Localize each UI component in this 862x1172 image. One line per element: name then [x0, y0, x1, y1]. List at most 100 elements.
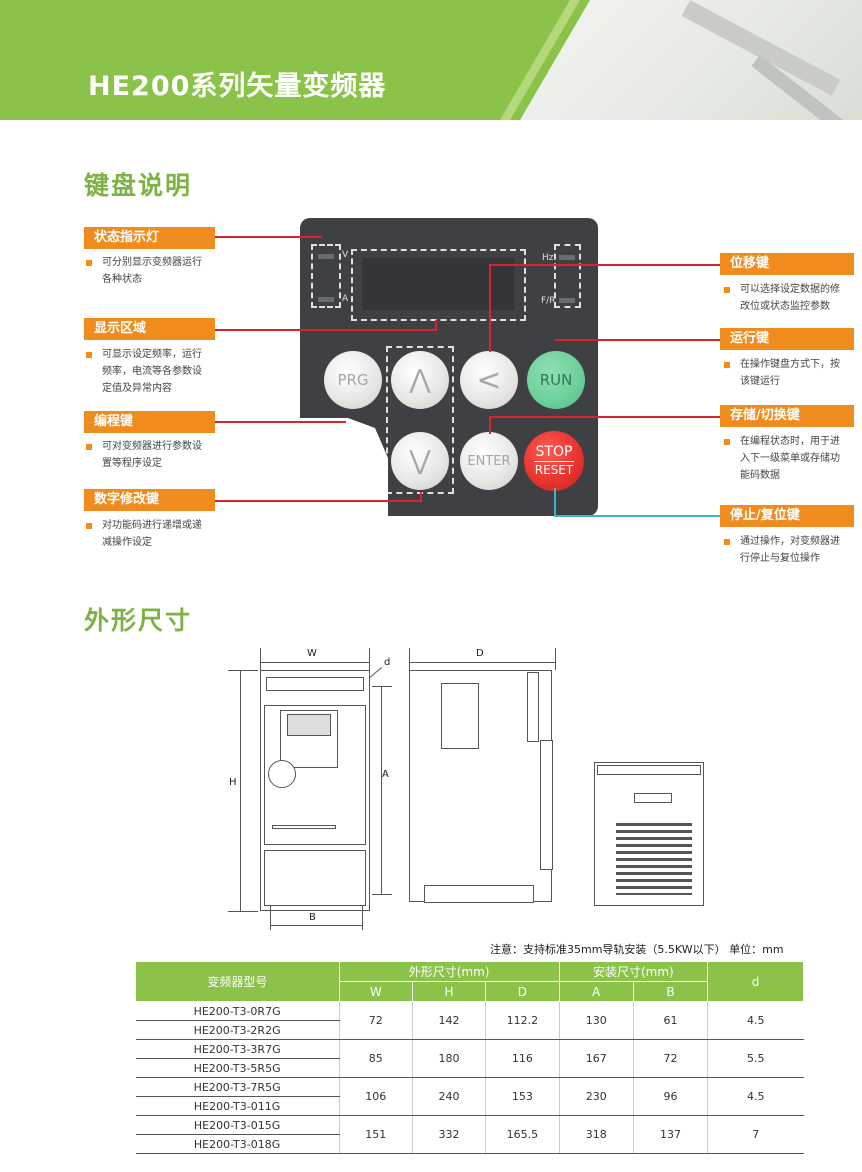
- dim-line: [260, 648, 261, 670]
- unit-note: 注意：支持标准35mm导轨安装（5.5KW以下） 单位：mm: [490, 943, 784, 956]
- col-header-a: A: [558, 981, 634, 1002]
- cell-w: 85: [338, 1039, 413, 1078]
- connector-line: [215, 329, 436, 331]
- stop-reset-button[interactable]: STOP RESET: [524, 431, 584, 491]
- col-header-b: B: [632, 981, 709, 1002]
- callout-tag-shift: 位移键: [720, 253, 854, 275]
- callout-desc-shift: 可以选择设定数据的修 改位或状态监控参数: [740, 284, 840, 312]
- callout-desc-enter: 在编程状态时，用于进 入下一级菜单或存储功 能码数据: [740, 436, 840, 481]
- callout-desc-display: 可显示设定频率，运行 频率，电流等各参数设 定值及异常内容: [102, 349, 202, 394]
- down-button[interactable]: ⋁: [391, 432, 449, 490]
- col-header-outer: 外形尺寸(mm): [338, 961, 560, 982]
- cell-d: 116: [485, 1039, 560, 1078]
- bullet-icon: [724, 439, 730, 445]
- callout-tag-status-led: 状态指示灯: [84, 227, 215, 249]
- callout-desc-prg: 可对变频器进行参数设 置等程序设定: [102, 441, 202, 469]
- cell-a: 130: [558, 1001, 634, 1040]
- front-view-knob: [268, 760, 296, 788]
- run-button[interactable]: RUN: [527, 351, 585, 409]
- enter-button[interactable]: ENTER: [460, 432, 518, 490]
- dim-line: [369, 648, 370, 670]
- section-title-keyboard: 键盘说明: [84, 171, 193, 200]
- up-button[interactable]: ⋀: [391, 351, 449, 409]
- callout-tag-stop: 停止/复位键: [720, 505, 854, 527]
- connector-line: [490, 264, 720, 266]
- page-title: HE200系列矢量变频器: [88, 71, 387, 102]
- connector-line: [555, 339, 720, 341]
- callout-tag-run: 运行键: [720, 328, 854, 350]
- connector-line: [215, 236, 322, 238]
- cell-d-small: 7: [707, 1115, 804, 1154]
- callout-desc-digit: 对功能码进行递增或递 减操作设定: [102, 520, 202, 548]
- bottom-view-vents: [616, 823, 692, 895]
- cell-d: 165.5: [485, 1115, 560, 1154]
- bottom-view-terminals: [634, 793, 672, 803]
- callout-desc-run: 在操作键盘方式下，按 该键运行: [740, 359, 840, 387]
- cell-model: HE200-T3-0R7G: [135, 1001, 340, 1021]
- cell-h: 180: [411, 1039, 486, 1078]
- cell-model: HE200-T3-018G: [135, 1134, 340, 1154]
- callout-tag-prg: 编程键: [84, 411, 215, 433]
- dim-line: [270, 925, 363, 926]
- front-view-part: [264, 850, 366, 906]
- callout-desc-stop: 通过操作，对变频器进 行停止与复位操作: [740, 536, 840, 564]
- callout-tag-display: 显示区域: [84, 318, 215, 340]
- dim-label-b: B: [309, 912, 316, 923]
- side-view-part: [540, 740, 553, 870]
- cell-b: 96: [632, 1077, 708, 1116]
- reset-label: RESET: [534, 462, 574, 477]
- dim-line: [228, 670, 258, 671]
- table-row: HE200-T3-2R2G: [135, 1020, 804, 1040]
- cell-model: HE200-T3-2R2G: [135, 1020, 340, 1040]
- led-fr: [559, 298, 575, 303]
- bullet-icon: [86, 523, 92, 529]
- cell-h: 240: [411, 1077, 486, 1116]
- bullet-icon: [724, 539, 730, 545]
- connector-line: [555, 515, 720, 517]
- callout-tag-digit: 数字修改键: [84, 489, 215, 511]
- stop-label: STOP: [533, 443, 575, 462]
- display-area-box: [351, 249, 526, 321]
- cell-model: HE200-T3-3R7G: [135, 1039, 340, 1059]
- side-view-rail: [424, 885, 534, 903]
- connector-line: [435, 320, 437, 331]
- cell-model: HE200-T3-015G: [135, 1115, 340, 1135]
- dim-label-d-small: d: [384, 657, 391, 668]
- status-led-box-right: [554, 244, 581, 308]
- connector-line: [420, 492, 422, 502]
- col-header-dd: D: [485, 981, 560, 1002]
- table-row: HE200-T3-0R7G 72 142 112.2 130 61 4.5: [135, 1001, 804, 1040]
- dim-line: [381, 686, 382, 894]
- bullet-icon: [86, 260, 92, 266]
- bullet-icon: [724, 287, 730, 293]
- front-view-part: [266, 677, 364, 691]
- cell-model: HE200-T3-011G: [135, 1096, 340, 1116]
- shift-button[interactable]: <: [460, 351, 518, 409]
- dim-line: [260, 662, 370, 663]
- callout-tag-enter: 存储/切换键: [720, 405, 854, 427]
- col-header-w: W: [338, 981, 413, 1002]
- table-row: HE200-T3-011G: [135, 1096, 804, 1116]
- dim-label-w: W: [307, 648, 317, 659]
- connector-line: [490, 416, 720, 418]
- prg-button[interactable]: PRG: [324, 351, 382, 409]
- connector-line: [489, 264, 491, 352]
- spec-table: 变频器型号 外形尺寸(mm) 安装尺寸(mm) d W H D A B HE20…: [135, 961, 804, 1154]
- bullet-icon: [724, 362, 730, 368]
- led-label-fr: F/R: [541, 296, 556, 306]
- cell-b: 72: [632, 1039, 708, 1078]
- bullet-icon: [86, 352, 92, 358]
- col-header-h: H: [411, 981, 487, 1002]
- side-view-part: [527, 672, 539, 742]
- col-header-d-small: d: [707, 961, 804, 1002]
- led-hz: [559, 255, 575, 260]
- col-header-install: 安装尺寸(mm): [558, 961, 709, 982]
- keypad-panel: V A Hz F/R PRG ⋀ < RUN ⋁ ENTER STOP RESE…: [300, 218, 598, 516]
- cell-b: 137: [632, 1115, 708, 1154]
- cell-d: 153: [485, 1077, 560, 1116]
- table-row: HE200-T3-7R5G 106 240 153 230 96 4.5: [135, 1077, 804, 1116]
- table-row: HE200-T3-5R5G: [135, 1058, 804, 1078]
- table-row: HE200-T3-3R7G 85 180 116 167 72 5.5: [135, 1039, 804, 1078]
- dim-line: [372, 894, 392, 895]
- cell-w: 72: [338, 1001, 413, 1040]
